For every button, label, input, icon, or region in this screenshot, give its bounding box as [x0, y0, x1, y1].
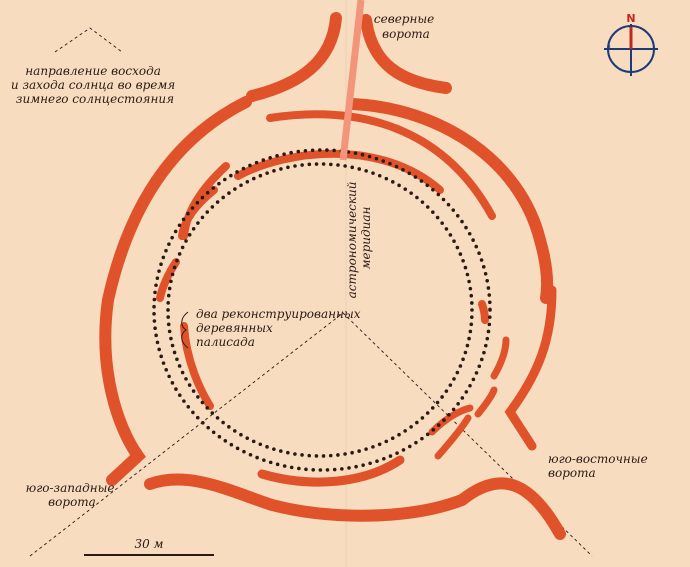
north-gate-label: северные ворота: [374, 12, 438, 41]
outer-ditch-north-west: [246, 12, 342, 102]
solstice-direction-top-line: [54, 27, 123, 53]
inner-ditch-north: [266, 110, 496, 220]
inner-ditch-west-lower: [180, 322, 214, 410]
outer-palisade: [152, 148, 492, 472]
outer-ditch-west: [99, 96, 252, 486]
inner-ditch-southeast-1: [428, 404, 474, 436]
inner-ditch-east-1: [490, 336, 510, 380]
inner-ditch-south: [257, 455, 405, 487]
scale-label: 30 м: [134, 537, 163, 551]
inner-ditch-southeast-3: [474, 386, 498, 418]
meridian-label: астрономический меридиан: [345, 178, 373, 299]
inner-ditch-west-small: [156, 258, 180, 302]
solstice-direction-lines: [29, 312, 593, 557]
palisades-label: два реконструированных деревянных палиса…: [196, 307, 364, 349]
compass-west-letter: з: [607, 43, 610, 50]
compass-icon: [604, 24, 658, 76]
solstice-direction-label: направление восхода и захода солнца во в…: [11, 64, 179, 106]
meridian-line: [339, 0, 365, 161]
outer-ditch-south: [144, 473, 566, 540]
outer-ditch-north-east: [360, 14, 452, 94]
southwest-gate-label: юго-западные ворота: [26, 481, 119, 509]
compass-north-letter: N: [626, 12, 635, 25]
inner-ditch-east-2: [478, 300, 489, 324]
outer-ditch-north-east-arc: [346, 98, 554, 304]
palisade-leader: [181, 311, 189, 349]
inner-ditch-west-inner: [178, 186, 218, 240]
outer-ditch-east-lower: [504, 285, 557, 451]
inner-ditch-north-inner: [234, 149, 444, 194]
southeast-gate-label: юго-восточные ворота: [548, 452, 652, 480]
inner-palisade: [166, 162, 474, 458]
inner-ditch-southeast-2: [434, 414, 472, 460]
